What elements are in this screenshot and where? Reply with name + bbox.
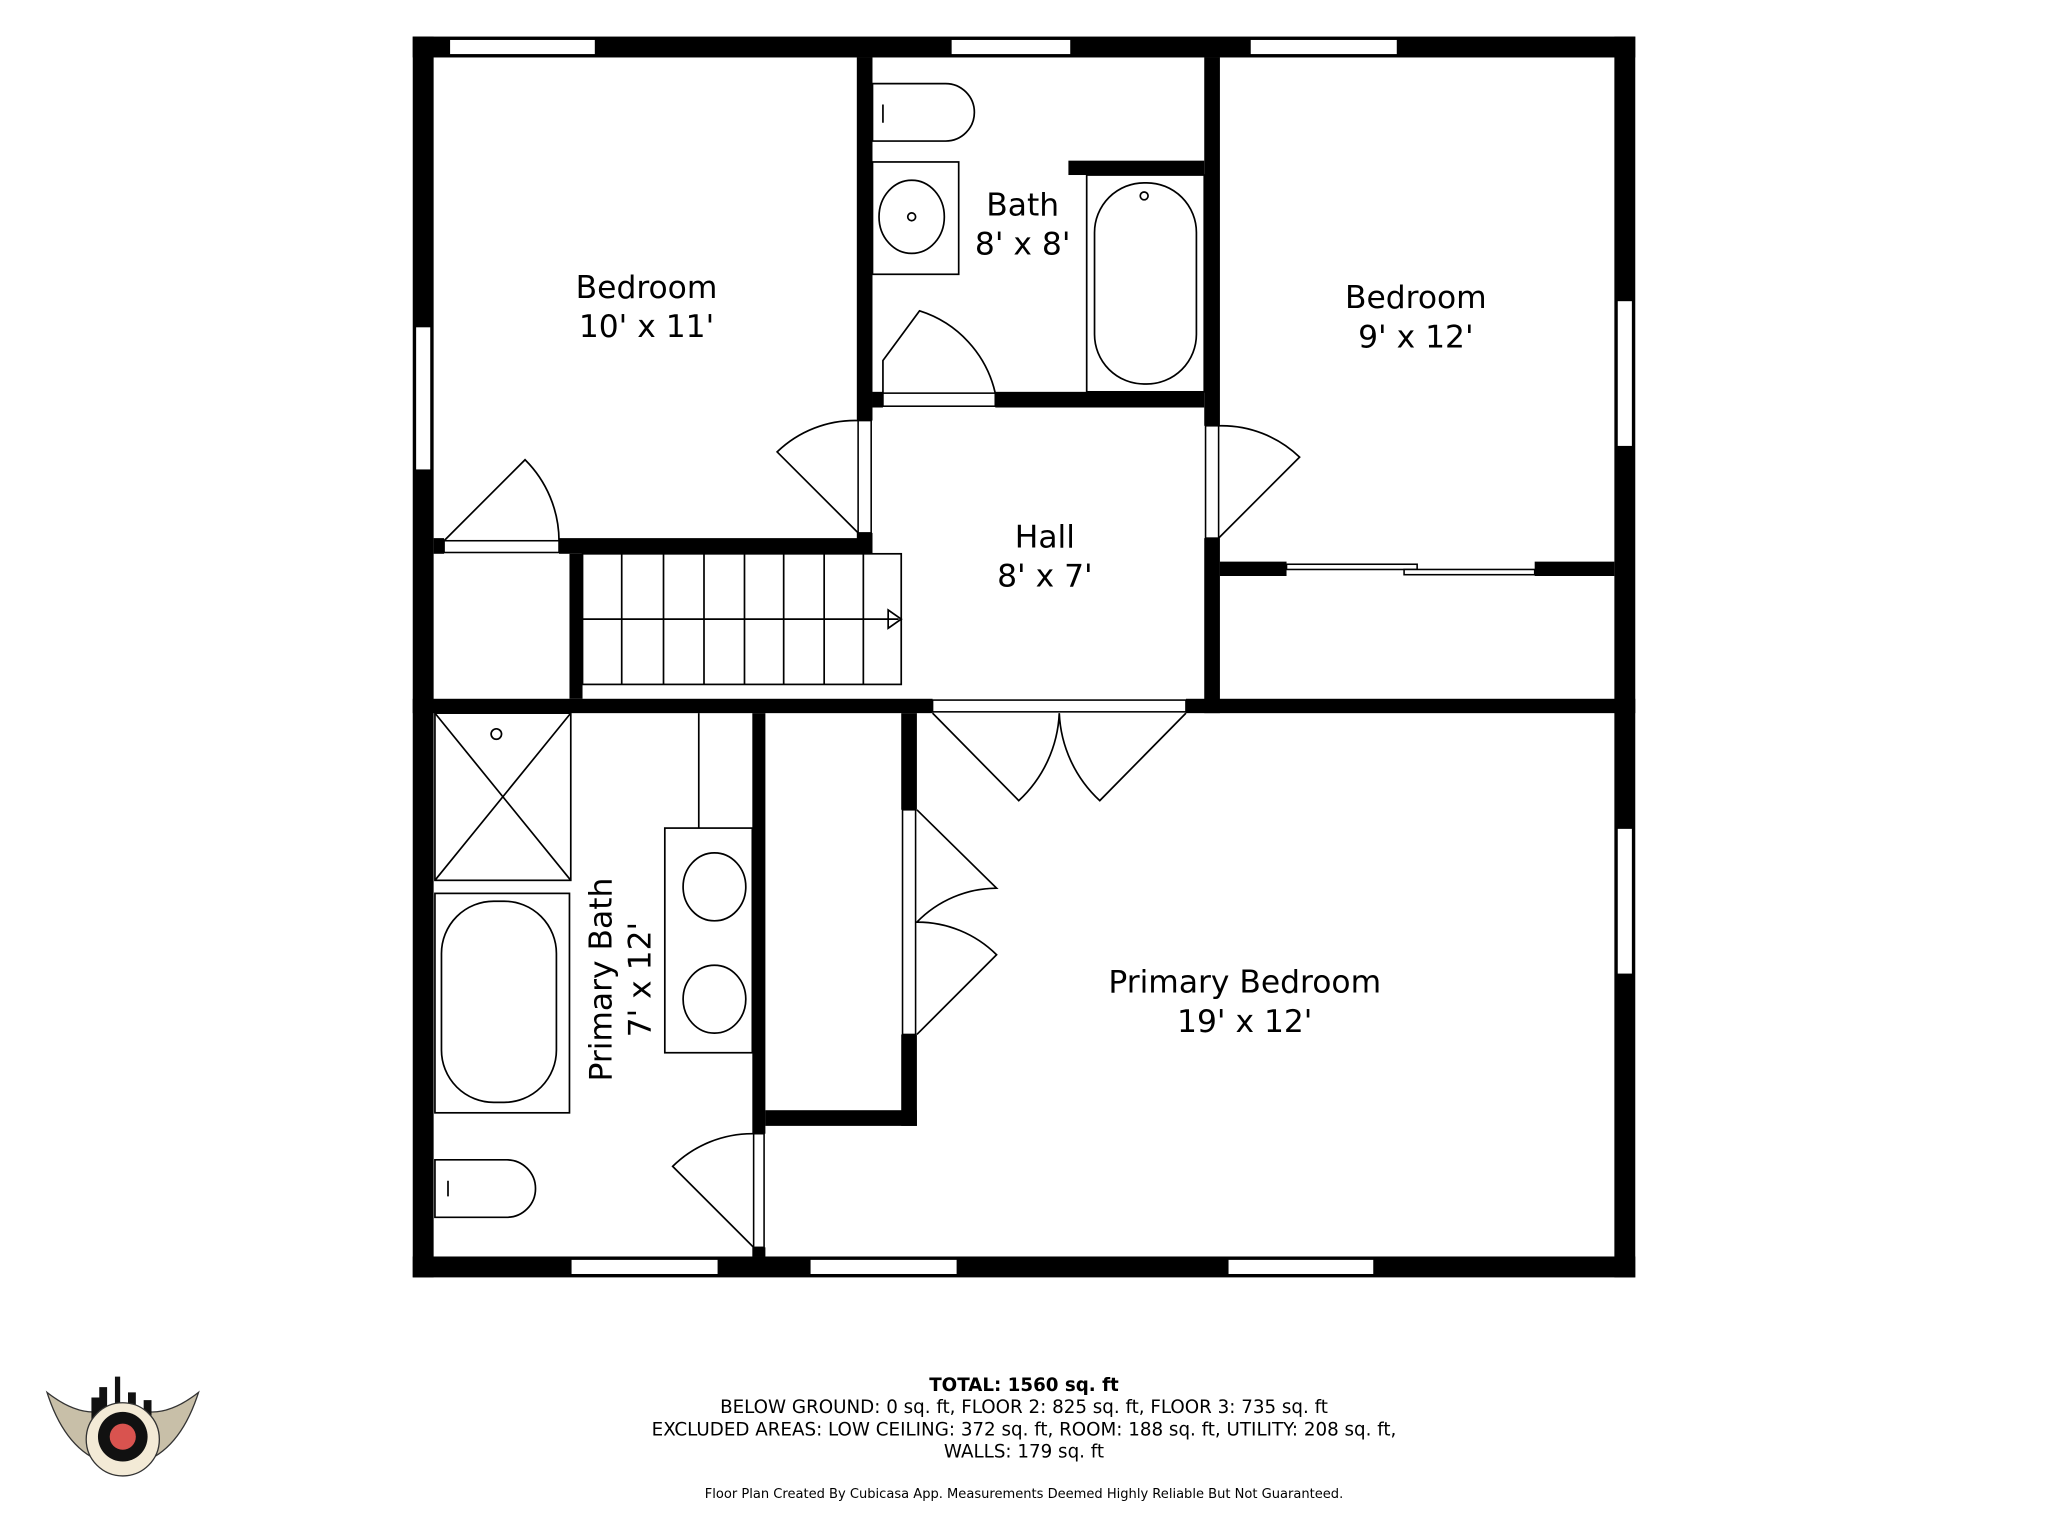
excluded-areas: EXCLUDED AREAS: LOW CEILING: 372 sq. ft,… bbox=[652, 1419, 1397, 1440]
footer: TOTAL: 1560 sq. ft BELOW GROUND: 0 sq. f… bbox=[652, 1375, 1397, 1502]
doors bbox=[443, 309, 1536, 1249]
room-size: 8' x 8' bbox=[975, 227, 1071, 263]
total-area: TOTAL: 1560 sq. ft bbox=[929, 1375, 1119, 1396]
room-name: Bedroom bbox=[576, 270, 718, 306]
toilet-icon bbox=[434, 1158, 537, 1219]
room-name: Bedroom bbox=[1345, 280, 1487, 316]
room-size: 8' x 7' bbox=[997, 558, 1093, 594]
area-breakdown: BELOW GROUND: 0 sq. ft, FLOOR 2: 825 sq.… bbox=[720, 1397, 1328, 1418]
double-vanity-icon bbox=[663, 827, 754, 1054]
sink-icon bbox=[871, 161, 960, 276]
room-name: Primary Bedroom bbox=[1108, 965, 1381, 1001]
bathtub-icon bbox=[1085, 174, 1206, 393]
stairs bbox=[581, 552, 903, 686]
room-labels: Bedroom 10' x 11' Bath 8' x 8' Bedroom 9… bbox=[576, 188, 1487, 1082]
windows bbox=[414, 38, 1634, 1276]
room-size: 9' x 12' bbox=[1358, 319, 1473, 355]
room-name: Primary Bath bbox=[583, 878, 619, 1082]
room-name: Bath bbox=[986, 188, 1059, 224]
logo bbox=[45, 1376, 200, 1477]
room-name: Hall bbox=[1015, 519, 1075, 555]
room-size: 7' x 12' bbox=[622, 922, 658, 1037]
toilet-icon bbox=[871, 82, 976, 142]
fixtures bbox=[434, 82, 1206, 1219]
walls-area: WALLS: 179 sq. ft bbox=[944, 1442, 1104, 1463]
room-size: 19' x 12' bbox=[1177, 1004, 1312, 1040]
shower-icon bbox=[434, 712, 572, 882]
room-size: 10' x 11' bbox=[579, 309, 714, 345]
bathtub-icon bbox=[434, 892, 571, 1114]
disclaimer: Floor Plan Created By Cubicasa App. Meas… bbox=[705, 1487, 1343, 1502]
